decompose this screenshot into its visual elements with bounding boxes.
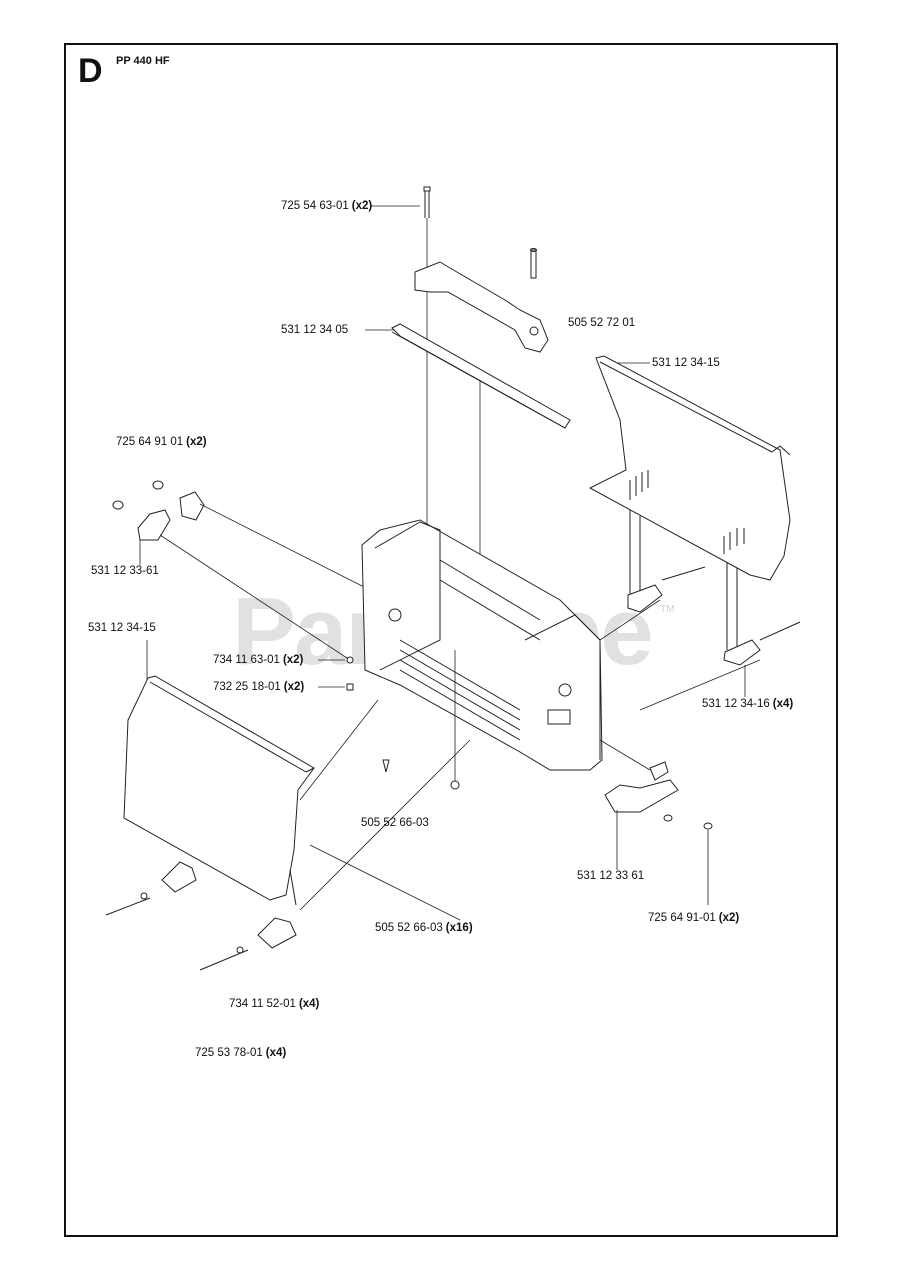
top-handle (414, 261, 549, 353)
bottom-handle (599, 739, 713, 905)
part-label: 725 54 63-01(x2) (281, 200, 373, 212)
top-plate (391, 323, 571, 585)
part-label: 505 52 66-03(x16) (375, 922, 473, 934)
model-title: PP 440 HF (116, 55, 170, 67)
part-label: 531 12 33-61 (91, 565, 159, 577)
diagram-frame (64, 43, 838, 1237)
part-label: 732 25 18-01(x2) (213, 681, 305, 693)
leader-lines (139, 205, 746, 870)
part-label: 734 11 52-01(x4) (229, 998, 320, 1010)
right-cover (588, 355, 801, 711)
main-frame (361, 519, 603, 790)
cover-screws (629, 470, 745, 554)
part-label: 531 12 33 61 (577, 870, 645, 882)
part-label: 725 64 91 01(x2) (116, 436, 207, 448)
watermark-trademark: TM (660, 604, 675, 615)
section-letter: D (78, 52, 103, 90)
part-label: 505 52 66-03 (361, 817, 429, 829)
part-label: 725 64 91-01(x2) (648, 912, 740, 924)
part-label: 531 12 34 05 (281, 324, 349, 336)
pin (530, 248, 537, 279)
top-bolt (423, 186, 431, 540)
part-label: 531 12 34-16(x4) (702, 698, 794, 710)
left-cover (105, 675, 471, 971)
part-label: 531 12 34-15 (88, 622, 156, 634)
left-bracket-upper (112, 480, 371, 661)
part-label: 505 52 72 01 (568, 317, 636, 329)
part-label: 734 11 63-01(x2) (213, 654, 304, 666)
small-fasteners (346, 656, 390, 773)
part-label: 725 53 78-01(x4) (195, 1047, 287, 1059)
part-label: 531 12 34-15 (652, 357, 720, 369)
